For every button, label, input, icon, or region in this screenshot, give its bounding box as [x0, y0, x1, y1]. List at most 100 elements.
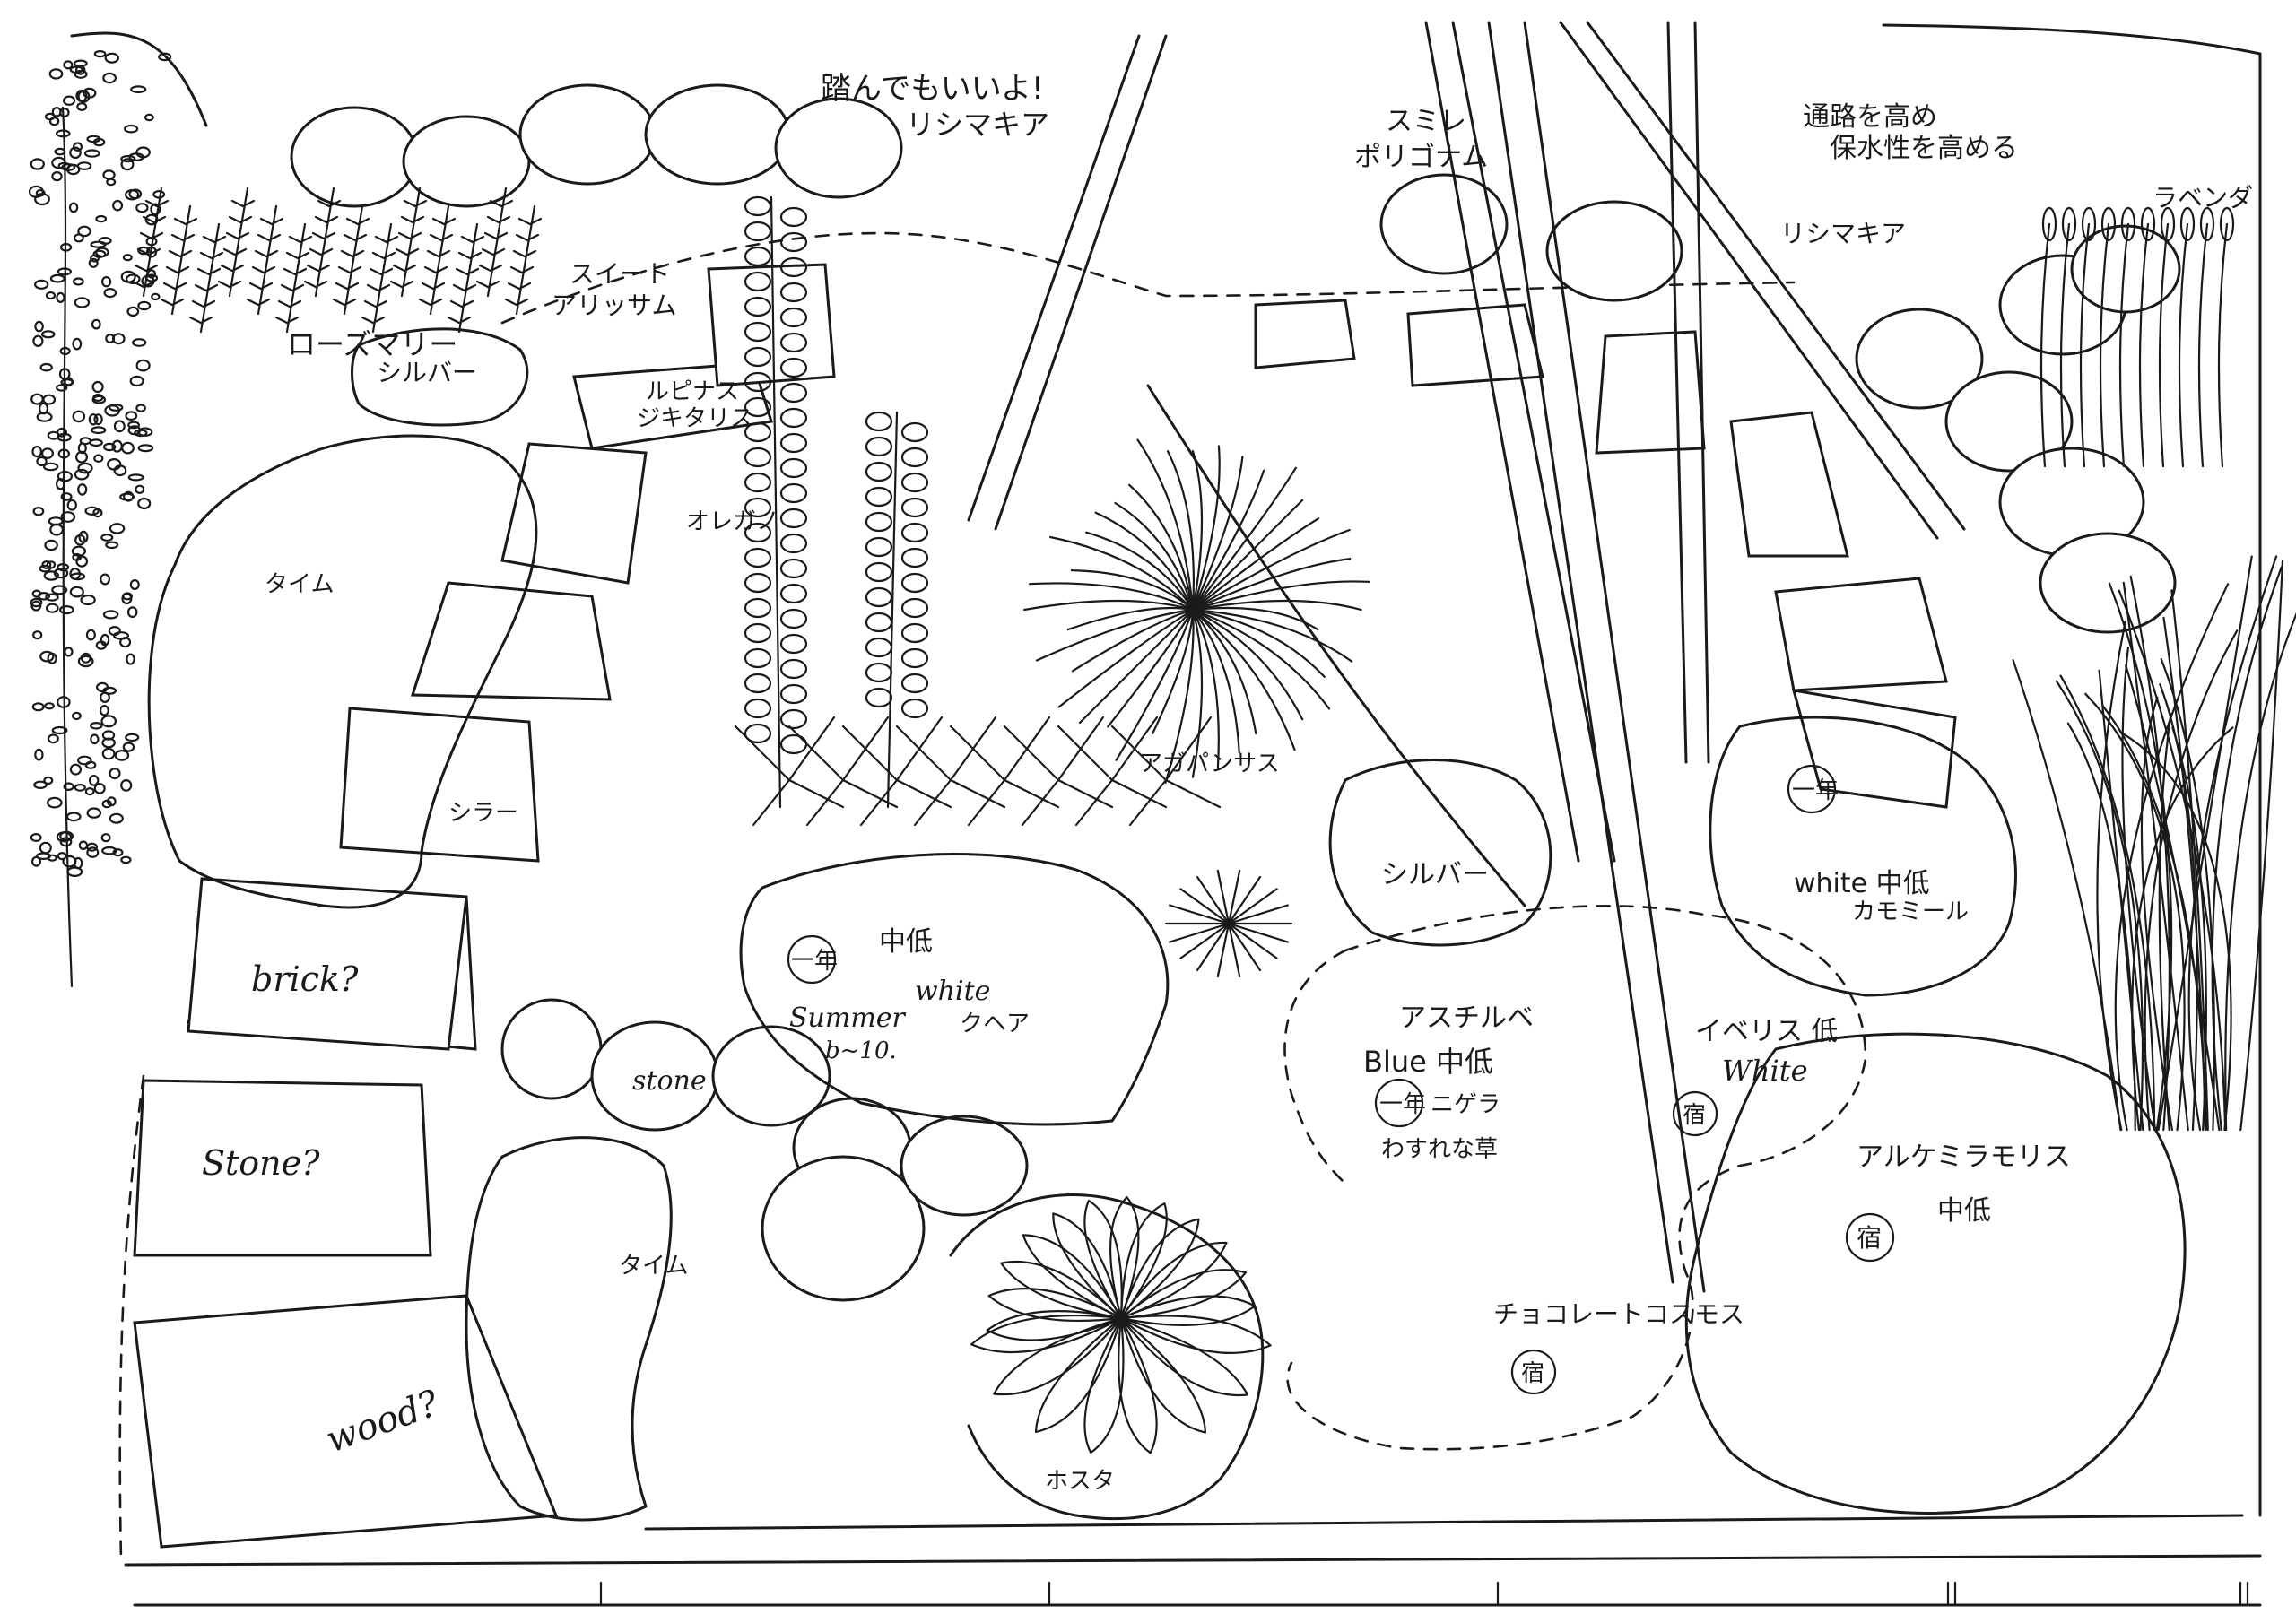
- gravel-dot: [62, 95, 76, 106]
- label-lysimachia-top: リシマキア: [906, 108, 1049, 142]
- gravel-dot: [90, 733, 100, 745]
- top-right-border: [1882, 23, 2262, 56]
- grass-blade: [2114, 583, 2230, 1132]
- gravel-dot: [63, 60, 74, 70]
- agapanthus-leaf: [1071, 608, 1195, 673]
- gravel-dot: [100, 276, 112, 288]
- agapanthus-leaf: [1049, 535, 1195, 612]
- gravel-dot: [100, 715, 117, 728]
- label-nen-left: 一年: [791, 948, 838, 975]
- gravel-dot: [112, 848, 124, 857]
- gravel-dot: [66, 866, 83, 877]
- label-stone-small: stone: [632, 1065, 707, 1097]
- gravel-dot: [135, 146, 151, 159]
- label-bmo: b~10.: [825, 1037, 897, 1064]
- rosemary-needle: [314, 215, 339, 224]
- gravel-dot: [137, 444, 154, 453]
- gravel-dot: [84, 506, 100, 516]
- hosta-leaf: [993, 1316, 1123, 1396]
- lavender-stem: [2197, 222, 2209, 468]
- gravel-dot: [126, 606, 138, 619]
- agapanthus-leaf: [1164, 608, 1195, 784]
- gravel-dot: [72, 142, 83, 152]
- grass-blade: [2059, 674, 2156, 1132]
- lupine-bud: [865, 586, 893, 608]
- rosemary-needle: [173, 217, 198, 226]
- gravel-dot: [95, 681, 109, 693]
- right-grass-clump: [2012, 555, 2296, 1132]
- label-chutei-left: 中低: [879, 926, 933, 958]
- lupine-bud: [744, 271, 772, 292]
- gravel-dot: [57, 432, 72, 442]
- lavender-head: [2120, 206, 2136, 242]
- gravel-dot: [129, 375, 144, 387]
- label-nigella: ニゲラ: [1431, 1091, 1500, 1118]
- agapanthus-leaf: [1191, 608, 1220, 769]
- gravel-dot: [51, 585, 68, 595]
- rosemary-needle: [374, 235, 399, 244]
- small-spiky-leaf: [1196, 922, 1231, 972]
- fern-leaf: [1110, 716, 1222, 827]
- hosta-bed-outline: [949, 1193, 1265, 1521]
- gravel-dot: [77, 225, 91, 238]
- gravel-dot: [99, 704, 109, 716]
- gravel-dot: [112, 333, 126, 345]
- astilbe-zone-dashed: [1286, 905, 1867, 1451]
- rosemary-needle: [217, 280, 242, 289]
- lupine-bud: [744, 472, 772, 493]
- lavender-stem: [2217, 222, 2229, 468]
- hosta-leaf: [1119, 1202, 1168, 1320]
- grass-blade: [2187, 555, 2278, 1132]
- rosemary-needle: [248, 282, 274, 291]
- rosemary-needle: [317, 199, 342, 208]
- label-nen-right: 一年: [1792, 777, 1839, 804]
- agapanthus-leaf: [1191, 466, 1297, 612]
- fern-leaf: [734, 716, 845, 827]
- hosta-leaf: [987, 1288, 1123, 1323]
- gravel-dot: [90, 254, 100, 263]
- rosemary-needle: [303, 280, 328, 289]
- lupine-bud: [744, 723, 772, 744]
- lupine-bud: [865, 511, 893, 533]
- label-sweet-alyssum-2: アリッサム: [552, 291, 676, 320]
- gravel-dot: [34, 279, 49, 290]
- lupine-spikes: [744, 195, 929, 809]
- lupine-bud: [900, 421, 929, 443]
- gravel-dot: [101, 846, 117, 855]
- lupine-bud: [744, 647, 772, 669]
- agapanthus-leaf: [1191, 608, 1296, 751]
- gravel-dot: [72, 277, 84, 286]
- bed-front-edge: [644, 1514, 2244, 1531]
- lupine-bud: [865, 662, 893, 683]
- gravel-dot: [76, 161, 92, 171]
- label-hosui: 保水性を高める: [1830, 133, 2018, 164]
- gravel-dot: [95, 214, 108, 223]
- rosemary-needle: [259, 217, 284, 226]
- lavender-stem: [2138, 222, 2150, 468]
- gravel-dot: [57, 851, 67, 861]
- fern-leaves: [734, 716, 1222, 827]
- agapanthus-leaf: [1191, 445, 1221, 612]
- lavender-stem: [2059, 222, 2071, 468]
- label-agapanthus: アガパンサス: [1139, 751, 1280, 777]
- rosemary-needle: [162, 282, 187, 291]
- gravel-dot: [44, 539, 58, 551]
- hosta-leaf: [1118, 1316, 1158, 1454]
- rosemary-needle: [363, 299, 388, 308]
- gravel-dot: [85, 629, 96, 641]
- bottom-tick-5: [2239, 1581, 2249, 1607]
- hosta-leaf: [1119, 1316, 1206, 1434]
- gravel-dot: [76, 101, 88, 111]
- lupine-bud: [779, 282, 808, 303]
- grass-blade: [2098, 669, 2144, 1132]
- gravel-dot: [137, 246, 151, 256]
- fern-leaf: [841, 716, 952, 827]
- lupine-bud: [779, 733, 808, 755]
- gravel-dot: [80, 594, 96, 606]
- lupine-bud: [779, 332, 808, 353]
- agapanthus-leaf: [1191, 558, 1352, 612]
- grass-blade: [2121, 647, 2157, 1132]
- lupine-bud: [865, 687, 893, 708]
- agapanthus-clump: [1023, 438, 1370, 978]
- gravel-dot: [100, 833, 111, 843]
